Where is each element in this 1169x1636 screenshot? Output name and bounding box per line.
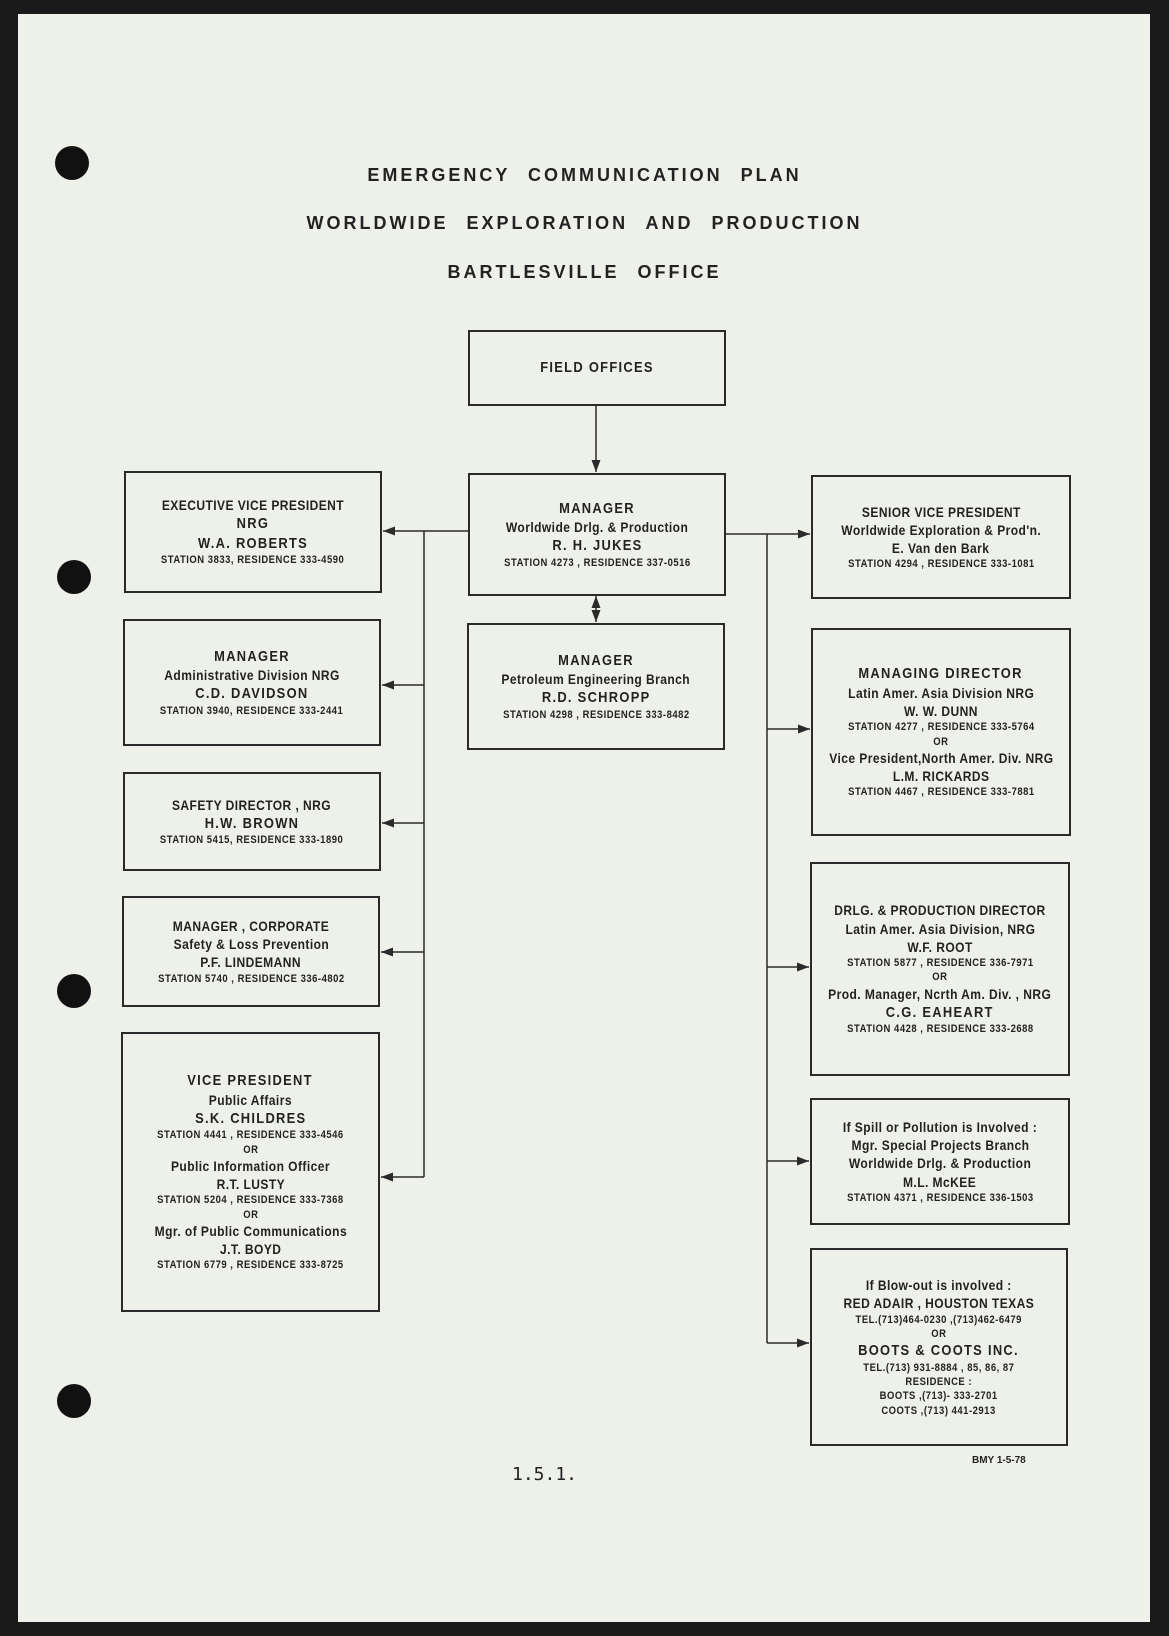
box-line: Petroleum Engineering Branch xyxy=(501,671,691,688)
box-line: MANAGER xyxy=(559,499,635,517)
box-line: RESIDENCE : xyxy=(905,1375,973,1388)
box-line: R.D. SCHROPP xyxy=(541,689,651,707)
box-line: Worldwide Exploration & Prod'n. xyxy=(841,521,1041,538)
box-line: STATION 4428 , RESIDENCE 333-2688 xyxy=(846,1023,1034,1036)
box-line: SAFETY DIRECTOR , NRG xyxy=(172,796,332,813)
punch-hole xyxy=(57,974,91,1008)
box-line: MANAGING DIRECTOR xyxy=(858,665,1024,683)
box-line: Public Affairs xyxy=(208,1091,293,1108)
box-line: W.A. ROBERTS xyxy=(197,534,309,552)
box-line: W.F. ROOT xyxy=(907,938,973,955)
box-line: STATION 6779 , RESIDENCE 333-8725 xyxy=(157,1259,344,1272)
box-line: BOOTS ,(713)- 333-2701 xyxy=(879,1390,999,1403)
box-line: E. Van den Bark xyxy=(892,539,990,556)
box-line: COOTS ,(713) 441-2913 xyxy=(881,1404,997,1417)
box-line: C.G. EAHEART xyxy=(886,1003,994,1021)
box-line: DRLG. & PRODUCTION DIRECTOR xyxy=(834,902,1046,919)
box-line: J.T. BOYD xyxy=(219,1241,282,1258)
box-line: EXECUTIVE VICE PRESIDENT xyxy=(161,497,345,514)
box-line: TEL.(713) 931-8884 , 85, 86, 87 xyxy=(863,1361,1015,1374)
box-line: STATION 4467 , RESIDENCE 333-7881 xyxy=(847,786,1035,799)
box-field-offices: FIELD OFFICES xyxy=(468,330,726,406)
box-line: OR xyxy=(932,971,948,984)
punch-hole xyxy=(57,1384,91,1418)
box-line: NRG xyxy=(236,515,270,533)
box-line: Safety & Loss Prevention xyxy=(173,936,329,953)
document-page xyxy=(18,14,1150,1622)
box-line: VICE PRESIDENT xyxy=(187,1072,314,1090)
box-line: L.M. RICKARDS xyxy=(892,768,990,785)
box-line: C.D. DAVIDSON xyxy=(195,685,309,703)
box-line: STATION 5740 , RESIDENCE 336-4802 xyxy=(157,972,345,985)
box-line: STATION 4298 , RESIDENCE 333-8482 xyxy=(502,708,690,721)
box-line: OR xyxy=(931,1327,947,1340)
box-line: FIELD OFFICES xyxy=(540,359,654,377)
box-line: MANAGER xyxy=(558,651,634,669)
box-line: STATION 4441 , RESIDENCE 333-4546 xyxy=(157,1129,344,1142)
box-blowout: If Blow-out is involved :RED ADAIR , HOU… xyxy=(810,1248,1068,1446)
box-line: OR xyxy=(242,1208,259,1221)
box-line: W. W. DUNN xyxy=(904,703,978,720)
title-line-1: EMERGENCY COMMUNICATION PLAN xyxy=(367,165,802,185)
box-line: STATION 5877 , RESIDENCE 336-7971 xyxy=(846,956,1034,969)
box-line: Mgr. Special Projects Branch xyxy=(851,1137,1029,1154)
box-line: P.F. LINDEMANN xyxy=(200,954,302,971)
box-line: S.K. CHILDRES xyxy=(194,1109,307,1127)
box-line: STATION 4277 , RESIDENCE 333-5764 xyxy=(847,721,1035,734)
box-line: STATION 5204 , RESIDENCE 333-7368 xyxy=(157,1194,344,1207)
box-mckee: If Spill or Pollution is Involved : Mgr. … xyxy=(810,1098,1070,1225)
title-line-2: WORLDWIDE EXPLORATION AND PRODUCTION xyxy=(306,213,863,233)
box-line: BOOTS & COOTS INC. xyxy=(858,1342,1020,1360)
box-line: OR xyxy=(242,1143,259,1156)
box-line: SENIOR VICE PRESIDENT xyxy=(861,503,1021,520)
box-line: OR xyxy=(933,735,949,748)
box-line: MANAGER xyxy=(214,647,290,665)
punch-hole xyxy=(55,146,89,180)
box-line: H.W. BROWN xyxy=(204,814,300,832)
page-number: 1.5.1. xyxy=(512,1464,578,1485)
punch-hole xyxy=(57,560,91,594)
box-line: STATION 5415, RESIDENCE 333-1890 xyxy=(160,834,344,847)
box-line: Worldwide Drlg. & Production xyxy=(505,519,689,536)
box-line: Public Information Officer xyxy=(170,1158,331,1175)
box-line: Mgr. of Public Communications xyxy=(154,1223,347,1240)
box-line: MANAGER , CORPORATE xyxy=(172,918,330,935)
box-line: STATION 3833, RESIDENCE 333-4590 xyxy=(161,554,345,567)
box-line: If Spill or Pollution is Involved : xyxy=(842,1118,1038,1135)
box-line: STATION 4371 , RESIDENCE 336-1503 xyxy=(846,1191,1034,1204)
box-line: STATION 3940, RESIDENCE 333-2441 xyxy=(160,704,344,717)
box-line: Latin Amer. Asia Division NRG xyxy=(847,684,1035,701)
box-line: Worldwide Drlg. & Production xyxy=(848,1155,1032,1172)
box-line: STATION 4273 , RESIDENCE 337-0516 xyxy=(503,556,691,569)
box-line: R.T. LUSTY xyxy=(216,1176,285,1193)
box-line: Administrative Division NRG xyxy=(164,667,340,684)
box-line: STATION 4294 , RESIDENCE 333-1081 xyxy=(847,558,1035,571)
box-line: Vice President,North Amer. Div. NRG xyxy=(828,749,1054,766)
title-line-3: BARTLESVILLE OFFICE xyxy=(447,262,722,282)
box-line: Latin Amer. Asia Division, NRG xyxy=(845,920,1035,937)
initials-date: BMY 1-5-78 xyxy=(972,1455,1026,1466)
box-line: M.L. McKEE xyxy=(903,1173,977,1190)
box-line: TEL.(713)464-0230 ,(713)462-6479 xyxy=(855,1313,1023,1326)
box-line: RED ADAIR , HOUSTON TEXAS xyxy=(843,1295,1035,1312)
box-line: R. H. JUKES xyxy=(551,537,643,555)
box-line: If Blow-out is involved : xyxy=(866,1277,1012,1294)
box-line: Prod. Manager, Ncrth Am. Div. , NRG xyxy=(828,985,1052,1002)
